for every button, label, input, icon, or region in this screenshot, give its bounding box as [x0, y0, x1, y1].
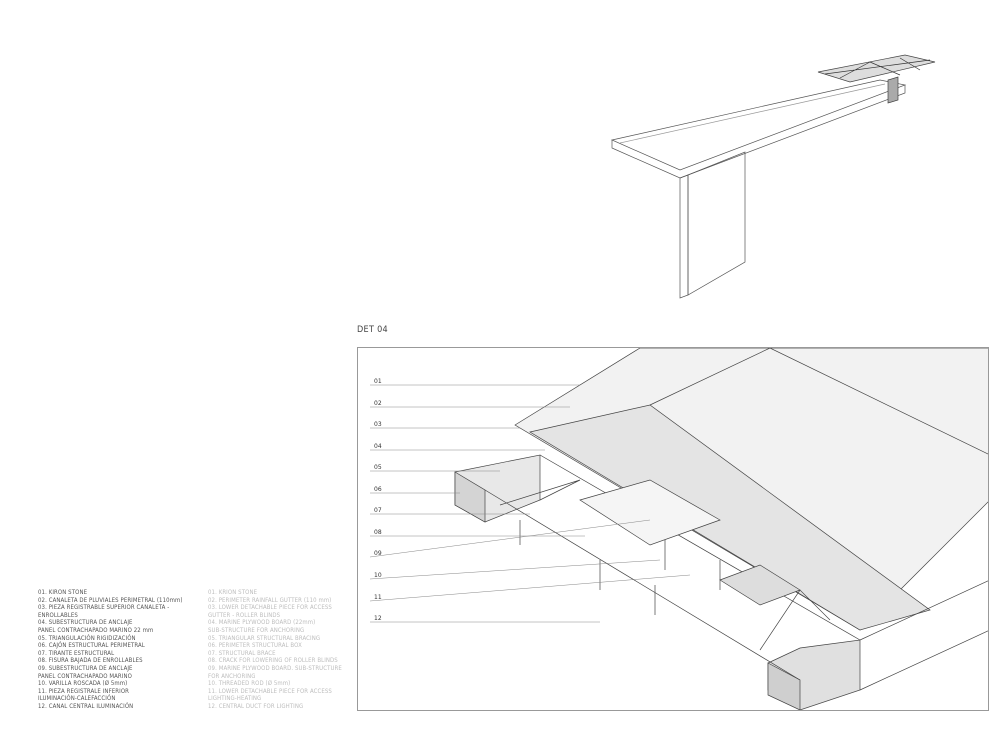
callout-08: 08	[374, 529, 382, 536]
legend-item: 04. SUBESTRUCTURA DE ANCLAJE	[38, 619, 133, 627]
legend-english: 01. KRION STONE 02. PERIMETER RAINFALL G…	[208, 589, 342, 711]
callout-04: 04	[374, 443, 382, 450]
legend-item: 07. TIRANTE ESTRUCTURAL	[38, 649, 115, 657]
legend-spanish: 01. KIRON STONE 02. CANALETA DE PLUVIALE…	[38, 589, 183, 711]
legend-item: 08. FISURA BAJADA DE ENROLLABLES	[38, 657, 143, 665]
legend-item: 05. TRIANGULAR STRUCTURAL BRACING	[208, 634, 321, 642]
structural-members	[484, 454, 861, 681]
bracing	[824, 57, 931, 79]
legend-item: PANEL CONTRACHAPADO MARINO 22 mm	[38, 626, 154, 634]
legend-item: 04. MARINE PLYWOOD BOARD (22mm)	[208, 619, 316, 627]
legend-item: 11. PIEZA REGISTRALE INFERIOR	[38, 687, 130, 695]
legend-item: 02. PERIMETER RAINFALL GUTTER (110 mm)	[208, 596, 332, 604]
callout-11: 11	[374, 594, 382, 601]
legend-item: 10. VARILLA ROSCADA (Ø 5mm)	[38, 680, 128, 688]
central-duct	[579, 479, 721, 546]
surface-edge	[769, 348, 988, 455]
callout-02: 02	[374, 400, 382, 407]
lower-access-piece	[719, 564, 801, 606]
callout-05: 05	[374, 464, 382, 471]
support-leg	[887, 76, 899, 104]
legend-item: SUB-STRUCTURE FOR ANCHORING	[208, 626, 305, 634]
legend-item: 03. PIEZA REGISTRABLE SUPERIOR CANALETA …	[38, 604, 170, 612]
legend-item: ILUMINACIÓN-CALEFACCIÓN	[38, 695, 116, 703]
legend-item: 12. CANAL CENTRAL ILUMINACIÓN	[38, 702, 134, 710]
legend-item: 03. LOWER DETACHABLE PIECE FOR ACCESS	[208, 604, 332, 612]
leader-lines	[369, 384, 691, 623]
perimeter-box-right-end	[767, 662, 801, 710]
callout-10: 10	[374, 572, 382, 579]
legend-item: 10. THREADED ROD (Ø 5mm)	[208, 680, 291, 688]
legend-item: 09. MARINE PLYWOOD BOARD. SUB-STRUCTURE	[208, 664, 342, 672]
callout-03: 03	[374, 421, 382, 428]
legend-item: 09. SUBESTRUCTURA DE ANCLAJE	[38, 664, 133, 672]
legend-item: 05. TRIANGULACIÓN RIGIDIZACIÓN	[38, 634, 136, 642]
detail-frame	[357, 347, 989, 711]
callout-01: 01	[374, 378, 382, 385]
callout-07: 07	[374, 507, 382, 514]
legend-item: GUTTER - ROLLER BLINDS	[208, 611, 281, 619]
callout-06: 06	[374, 486, 382, 493]
legend-item: 06. CAJÓN ESTRUCTURAL PERIMETRAL	[38, 642, 145, 650]
legend-item: 12. CENTRAL DUCT FOR LIGHTING	[208, 702, 304, 710]
legend-item: LIGHTING-HEATING	[208, 695, 262, 703]
surface-joint	[649, 348, 771, 406]
legend-item: ENROLLABLES	[38, 611, 78, 619]
threaded-rods	[519, 520, 721, 615]
support-side	[687, 151, 746, 296]
callout-09: 09	[374, 550, 382, 557]
legend-item: 07. STRUCTURAL BRACE	[208, 649, 276, 657]
legend-item: 01. KRION STONE	[208, 589, 258, 596]
legend-item: 02. CANALETA DE PLUVIALES PERIMETRAL (11…	[38, 596, 183, 604]
legend-item: 11. LOWER DETACHABLE PIECE FOR ACCESS	[208, 687, 332, 695]
legend-item: PANEL CONTRACHAPADO MARINO	[38, 672, 132, 680]
detail-title: DET 04	[357, 325, 388, 335]
legend-item: 06. PERIMETER STRUCTURAL BOX	[208, 642, 302, 650]
slab-inner-line	[619, 83, 886, 144]
plywood-board	[529, 404, 931, 631]
perimeter-edges	[859, 580, 988, 691]
perimeter-box-left-end	[454, 471, 486, 523]
legend-item: 01. KIRON STONE	[38, 589, 88, 596]
legend-item: 08. CRACK FOR LOWERING OF ROLLER BLINDS	[208, 657, 338, 665]
callout-12: 12	[374, 615, 382, 622]
legend-item: FOR ANCHORING	[208, 672, 256, 680]
